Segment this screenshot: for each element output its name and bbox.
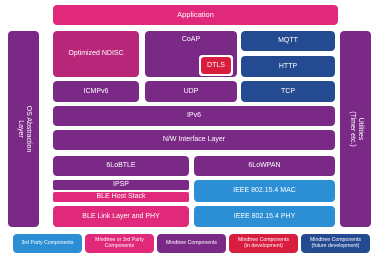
- ble-link-phy-label: BLE Link Layer and PHY: [82, 212, 160, 220]
- ipsp-block: IPSP: [53, 180, 189, 190]
- dtls-label: DTLS: [207, 61, 225, 69]
- legend-mindtree: Mindtree Components: [157, 234, 226, 253]
- udp-block: UDP: [145, 81, 237, 102]
- ieee-phy-block: IEEE 802.15.4 PHY: [194, 206, 335, 227]
- ipv6-block: IPv6: [53, 106, 335, 126]
- ipv6-label: IPv6: [186, 112, 201, 120]
- application-label: Application: [177, 9, 214, 19]
- 6lobtle-block: 6LoBTLE: [53, 156, 189, 176]
- legend-third-party-label: 3rd Party Components: [21, 239, 74, 246]
- optimized-ndisc-block: Optimized NDISC: [53, 31, 139, 77]
- http-block: HTTP: [241, 56, 335, 77]
- icmpv6-block: ICMPv6: [53, 81, 139, 102]
- legend-third-party: 3rd Party Components: [13, 234, 82, 253]
- 6lowpan-block: 6LoWPAN: [194, 156, 335, 176]
- ble-host-stack-block: BLE Host Stack: [53, 192, 189, 202]
- legend-in-development: Mindtree Components(in development): [229, 234, 298, 253]
- ipsp-label: IPSP: [113, 181, 129, 189]
- tcp-label: TCP: [281, 87, 295, 95]
- legend-mindtree-label: Mindtree Components: [165, 239, 218, 246]
- legend-future-development-label: Mindtree Components(future development): [309, 236, 362, 249]
- coap-label: CoAP: [181, 36, 201, 43]
- mqtt-label: MQTT: [278, 37, 298, 45]
- ble-link-phy-block: BLE Link Layer and PHY: [53, 206, 189, 227]
- optimized-ndisc-label: Optimized NDISC: [68, 50, 124, 58]
- dtls-block: DTLS: [201, 57, 231, 74]
- tcp-block: TCP: [241, 81, 335, 102]
- legend-in-development-label: Mindtree Components(in development): [237, 236, 290, 249]
- nw-interface-block: N/W Interface Layer: [53, 130, 335, 150]
- application-block: Application: [53, 5, 338, 25]
- utilities-label: Utilities(Timer etc.): [348, 111, 364, 147]
- ieee-phy-label: IEEE 802.15.4 PHY: [233, 212, 296, 220]
- nw-interface-label: N/W Interface Layer: [162, 136, 226, 144]
- icmpv6-label: ICMPv6: [83, 87, 109, 95]
- ble-host-stack-label: BLE Host Stack: [96, 193, 146, 201]
- 6lowpan-label: 6LoWPAN: [248, 162, 281, 170]
- utilities-layer: Utilities(Timer etc.): [340, 31, 371, 227]
- ieee-mac-block: IEEE 802.15.4 MAC: [194, 180, 335, 202]
- coap-block: CoAP: [145, 31, 237, 77]
- mqtt-block: MQTT: [241, 31, 335, 51]
- legend-future-development: Mindtree Components(future development): [301, 234, 370, 253]
- ieee-mac-label: IEEE 802.15.4 MAC: [233, 187, 296, 195]
- udp-label: UDP: [183, 87, 199, 95]
- http-label: HTTP: [278, 62, 298, 70]
- 6lobtle-label: 6LoBTLE: [106, 162, 136, 170]
